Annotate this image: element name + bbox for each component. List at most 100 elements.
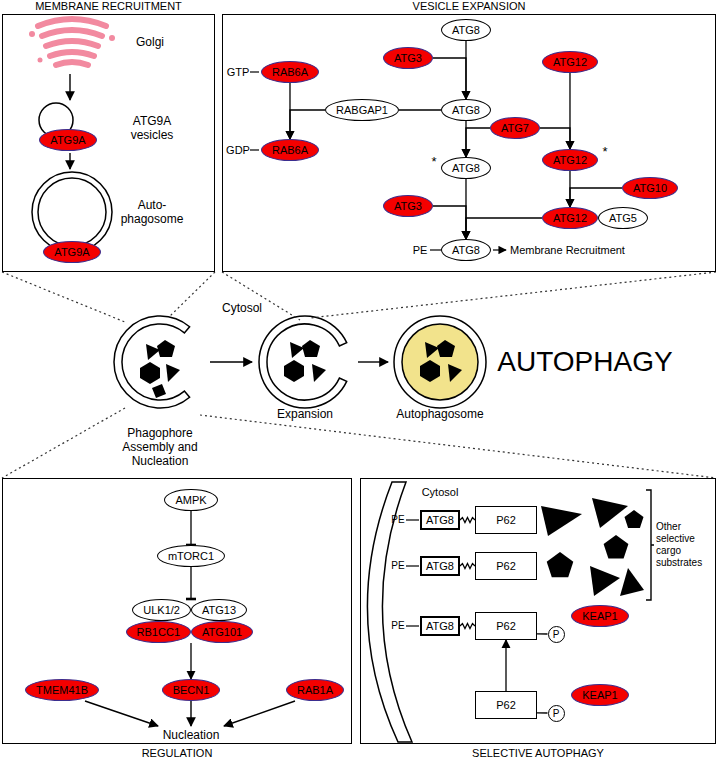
cargo-shape: [312, 364, 326, 382]
annotation: *: [431, 154, 436, 170]
protein-oval: ULK1/2: [132, 599, 191, 621]
cargo-shape: [302, 340, 320, 357]
protein-box: ATG8: [420, 556, 460, 576]
cargo-shape: [425, 342, 439, 358]
protein-oval: KEAP1: [571, 605, 628, 627]
protein-oval: BECN1: [162, 679, 221, 701]
protein-label: RAB1A: [297, 683, 333, 697]
phospho-circle: P: [548, 626, 565, 643]
protein-oval: ATG12: [542, 207, 598, 229]
flow-arrow: [69, 74, 70, 100]
protein-label: ATG7: [501, 121, 529, 135]
protein-label: ATG3: [394, 51, 422, 65]
protein-label: P62: [480, 619, 532, 633]
connector-arrow: [460, 564, 475, 569]
flow-arrow: [224, 701, 295, 726]
annotation: Cytosol: [422, 486, 459, 499]
cargo-shape: [157, 340, 175, 357]
protein-oval: RAB6A: [261, 61, 319, 83]
connector-arrow: [570, 188, 622, 207]
protein-oval: ATG10: [622, 177, 678, 199]
connector-arrow: [399, 109, 441, 110]
protein-oval: AMPK: [164, 489, 217, 511]
panel-title: SELECTIVE AUTOPHAGY: [361, 746, 715, 760]
protein-oval: ATG12: [542, 149, 598, 171]
phospho-circle: P: [548, 705, 565, 722]
protein-label: TMEM41B: [36, 683, 88, 697]
annotation: GTP: [227, 66, 250, 79]
pe-link: [430, 249, 441, 250]
golgi-vesicle: [38, 58, 43, 63]
zoom-line: [2, 272, 125, 322]
protein-oval: RAB1A: [286, 679, 344, 701]
protein-oval: RAB6A: [261, 139, 319, 161]
panel: VESICLE EXPANSIONATG8ATG3RAB6ARABGAP1ATG…: [222, 14, 716, 272]
protein-oval: RABGAP1: [325, 99, 399, 121]
protein-label: P: [549, 706, 564, 721]
connector-arrow: [190, 643, 191, 679]
protein-oval: ATG101: [191, 621, 253, 643]
protein-oval: mTORC1: [157, 545, 225, 567]
protein-label: ATG13: [202, 603, 236, 617]
protein-label: P62: [480, 559, 532, 573]
protein-box: P62: [475, 506, 537, 534]
protein-label: ULK1/2: [143, 603, 180, 617]
cargo-shape: [437, 340, 455, 357]
phagophore-membrane: [367, 482, 412, 742]
annotation: ATG9A vesicles: [116, 114, 188, 142]
protein-label: ATG8: [426, 619, 454, 633]
connector-arrow: [537, 633, 548, 634]
golgi-cisterna: [56, 62, 88, 65]
connector-arrow: [537, 712, 548, 713]
annotation: Cytosol: [222, 301, 262, 315]
protein-label: P62: [480, 698, 532, 712]
annotation: Expansion: [277, 407, 333, 421]
gtp-link: [250, 71, 259, 72]
protein-label: KEAP1: [582, 688, 617, 702]
autophagosome-outer: [32, 172, 112, 252]
annotation: GDP: [226, 144, 250, 157]
annotation: Membrane Recruitment: [510, 244, 625, 257]
golgi-vesicle: [109, 35, 115, 41]
protein-label: ATG8: [452, 23, 480, 37]
flow-arrow: [493, 249, 506, 250]
flow-arrow: [210, 361, 252, 362]
bracket: [646, 490, 654, 600]
flow-arrow: [190, 701, 191, 726]
connector-arrow: [433, 58, 466, 99]
protein-oval: ATG8: [441, 99, 491, 121]
protein-box: ATG8: [420, 616, 460, 636]
protein-label: ATG8: [452, 161, 480, 175]
cargo-shape: [592, 498, 628, 528]
golgi-cisterna: [46, 41, 98, 46]
zoom-line: [170, 272, 215, 316]
annotation: Nucleation: [163, 728, 220, 742]
panel-title: VESICLE EXPANSION: [223, 0, 715, 13]
protein-oval: ATG3: [383, 195, 433, 217]
protein-label: RAB6A: [272, 143, 308, 157]
connector-arrow: [433, 206, 466, 239]
cargo-shape: [166, 364, 180, 382]
protein-label: RB1CC1: [137, 625, 180, 639]
annotation: Other selective cargo substrates: [656, 521, 712, 569]
panel: REGULATIONAMPKmTORC1ULK1/2ATG13RB1CC1ATG…: [2, 478, 352, 744]
annotation: Autophagosome: [396, 407, 483, 421]
protein-oval: ATG3: [383, 47, 433, 69]
connector-arrow: [460, 624, 475, 629]
protein-label: ATG12: [553, 211, 587, 225]
annotation: Phagophore Assembly and Nucleation: [102, 426, 218, 468]
protein-oval: ATG8: [441, 239, 491, 261]
cargo-shape: [625, 510, 644, 528]
protein-box: ATG8: [420, 510, 460, 530]
protein-box: P62: [475, 691, 537, 719]
protein-label: ATG8: [426, 513, 454, 527]
phagophore: [114, 316, 190, 408]
protein-label: RAB6A: [272, 65, 308, 79]
flow-arrow: [85, 701, 158, 726]
cargo-shape: [547, 552, 574, 577]
cargo-shape: [284, 360, 304, 382]
protein-oval: TMEM41B: [25, 679, 99, 701]
protein-label: ATG8: [452, 103, 480, 117]
protein-oval: ATG7: [490, 117, 540, 139]
inhibition-connector: [190, 567, 191, 599]
